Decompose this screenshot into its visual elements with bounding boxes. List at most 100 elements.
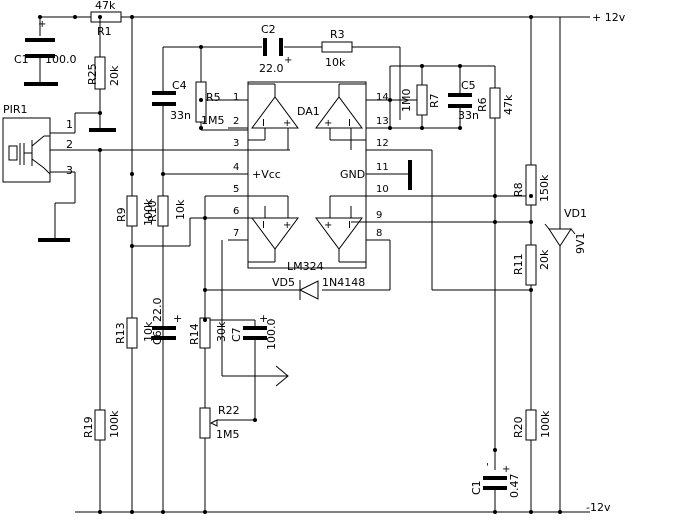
ic-gnd-label: GND bbox=[340, 168, 365, 181]
op3-in-minus: I bbox=[262, 220, 265, 231]
r9-value: 100k bbox=[142, 198, 155, 226]
c7-ref: C7 bbox=[230, 327, 243, 342]
r6-ref: R6 bbox=[476, 97, 489, 112]
resistor-r1 bbox=[90, 11, 122, 23]
capacitor-c4 bbox=[152, 91, 176, 106]
resistor-r13 bbox=[126, 317, 138, 349]
r20-ref: R20 bbox=[512, 416, 525, 438]
r22-value: 1M5 bbox=[216, 428, 240, 441]
r3-ref: R3 bbox=[330, 28, 345, 41]
c1b-polarity: + bbox=[502, 464, 510, 475]
resistor-r14 bbox=[199, 317, 211, 349]
pir-ref: PIR1 bbox=[3, 103, 28, 116]
ic-pin-9: 9 bbox=[376, 210, 382, 221]
ic-pin-4: 4 bbox=[233, 162, 239, 173]
capacitor-c5 bbox=[448, 93, 472, 108]
resistor-r3 bbox=[321, 41, 353, 53]
c7-value: 100.0 bbox=[265, 319, 278, 351]
capacitor-c2 bbox=[263, 38, 283, 56]
ic-part: LM324 bbox=[287, 260, 324, 273]
r8-ref: R8 bbox=[512, 182, 525, 197]
r5-value: 1M5 bbox=[201, 114, 225, 127]
vd5-ref: VD5 bbox=[272, 276, 295, 289]
junction-dots bbox=[38, 15, 562, 514]
r1-value: 47k bbox=[95, 0, 116, 12]
c4-ref: C4 bbox=[172, 79, 187, 92]
ic-pin-3: 3 bbox=[233, 138, 239, 149]
vd5-value: 1N4148 bbox=[322, 276, 365, 289]
r11-ref: R11 bbox=[512, 253, 525, 275]
c5-value: 33n bbox=[458, 109, 479, 122]
r13-ref: R13 bbox=[114, 322, 127, 344]
zener-vd1 bbox=[544, 223, 576, 247]
r20-value: 100k bbox=[539, 410, 552, 438]
op4-in-minus: I bbox=[348, 220, 351, 231]
c6-ref: C6 bbox=[151, 330, 164, 345]
r8-value: 150k bbox=[538, 174, 551, 202]
capacitor-c1-prime bbox=[483, 476, 507, 490]
ic-pin-13: 13 bbox=[376, 116, 389, 127]
ic-pin-7: 7 bbox=[233, 228, 239, 239]
ic-vcc-label: +Vcc bbox=[252, 168, 281, 181]
r13-value: 10k bbox=[142, 321, 155, 342]
r9-ref: R9 bbox=[115, 207, 128, 222]
ic-pin-8: 8 bbox=[376, 228, 382, 239]
right-top-network bbox=[366, 65, 531, 512]
ic-pin-12: 12 bbox=[376, 138, 389, 149]
resistor-r20 bbox=[525, 409, 537, 441]
resistor-r10 bbox=[157, 195, 169, 227]
r19-ref: R19 bbox=[82, 416, 95, 438]
capacitor-c1 bbox=[24, 38, 58, 86]
positive-rail-label: + 12v bbox=[592, 11, 626, 24]
pir-pin-3: 3 bbox=[66, 164, 73, 177]
c4-value: 33n bbox=[170, 109, 191, 122]
c1b-mark: ' bbox=[486, 462, 489, 473]
r10-value: 10k bbox=[174, 199, 187, 220]
r19-value: 100k bbox=[108, 410, 121, 438]
r10-ref: R10 bbox=[146, 200, 159, 222]
r25-ref: R25 bbox=[86, 63, 99, 85]
r25-value: 20k bbox=[108, 65, 121, 86]
output-arrow bbox=[275, 365, 289, 387]
ic-pin-11: 11 bbox=[376, 162, 389, 173]
resistor-r6 bbox=[489, 87, 501, 119]
vd1-ref: VD1 bbox=[564, 207, 587, 220]
r1-ref: R1 bbox=[97, 25, 112, 38]
ic-name: DA1 bbox=[297, 105, 320, 118]
c1-ref: C1 bbox=[14, 53, 29, 66]
ic-pin-14: 14 bbox=[376, 92, 389, 103]
positive-rail bbox=[39, 16, 590, 36]
op2-in-minus: I bbox=[348, 118, 351, 129]
c6-value: 22.0 bbox=[151, 298, 164, 323]
r5-ref: R5 bbox=[206, 91, 221, 104]
op1-in-plus: + bbox=[283, 118, 291, 129]
r6-value: 47k bbox=[502, 94, 515, 115]
r14-ref: R14 bbox=[188, 323, 201, 345]
c5-ref: C5 bbox=[461, 79, 476, 92]
r22-ref: R22 bbox=[218, 404, 240, 417]
op4-in-plus: + bbox=[324, 220, 332, 231]
c1-value: 100.0 bbox=[45, 53, 77, 66]
c7-polarity: + bbox=[259, 312, 268, 325]
r3-value: 10k bbox=[325, 56, 346, 69]
ic-pin-2: 2 bbox=[233, 116, 239, 127]
resistor-r11 bbox=[525, 244, 537, 286]
r7-ref: R7 bbox=[428, 93, 441, 108]
ic-pin-10: 10 bbox=[376, 184, 389, 195]
r14-value: 30k bbox=[215, 321, 228, 342]
c6-polarity: + bbox=[173, 312, 182, 325]
r11-value: 20k bbox=[538, 249, 551, 270]
c2-polarity: + bbox=[284, 55, 292, 66]
vd1-value: 9V1 bbox=[574, 232, 587, 254]
ic-pin-6: 6 bbox=[233, 206, 239, 217]
capacitor-c6 bbox=[152, 326, 176, 340]
potentiometer-r22 bbox=[199, 407, 218, 439]
ic-pin-1: 1 bbox=[233, 92, 239, 103]
diode-vd5 bbox=[205, 280, 319, 300]
pir-pin-2: 2 bbox=[66, 138, 73, 151]
resistor-r9 bbox=[126, 195, 138, 227]
c1b-value: 0.47 bbox=[508, 474, 521, 499]
resistor-r7 bbox=[416, 84, 428, 116]
negative-rail-label: -12v bbox=[586, 501, 611, 514]
